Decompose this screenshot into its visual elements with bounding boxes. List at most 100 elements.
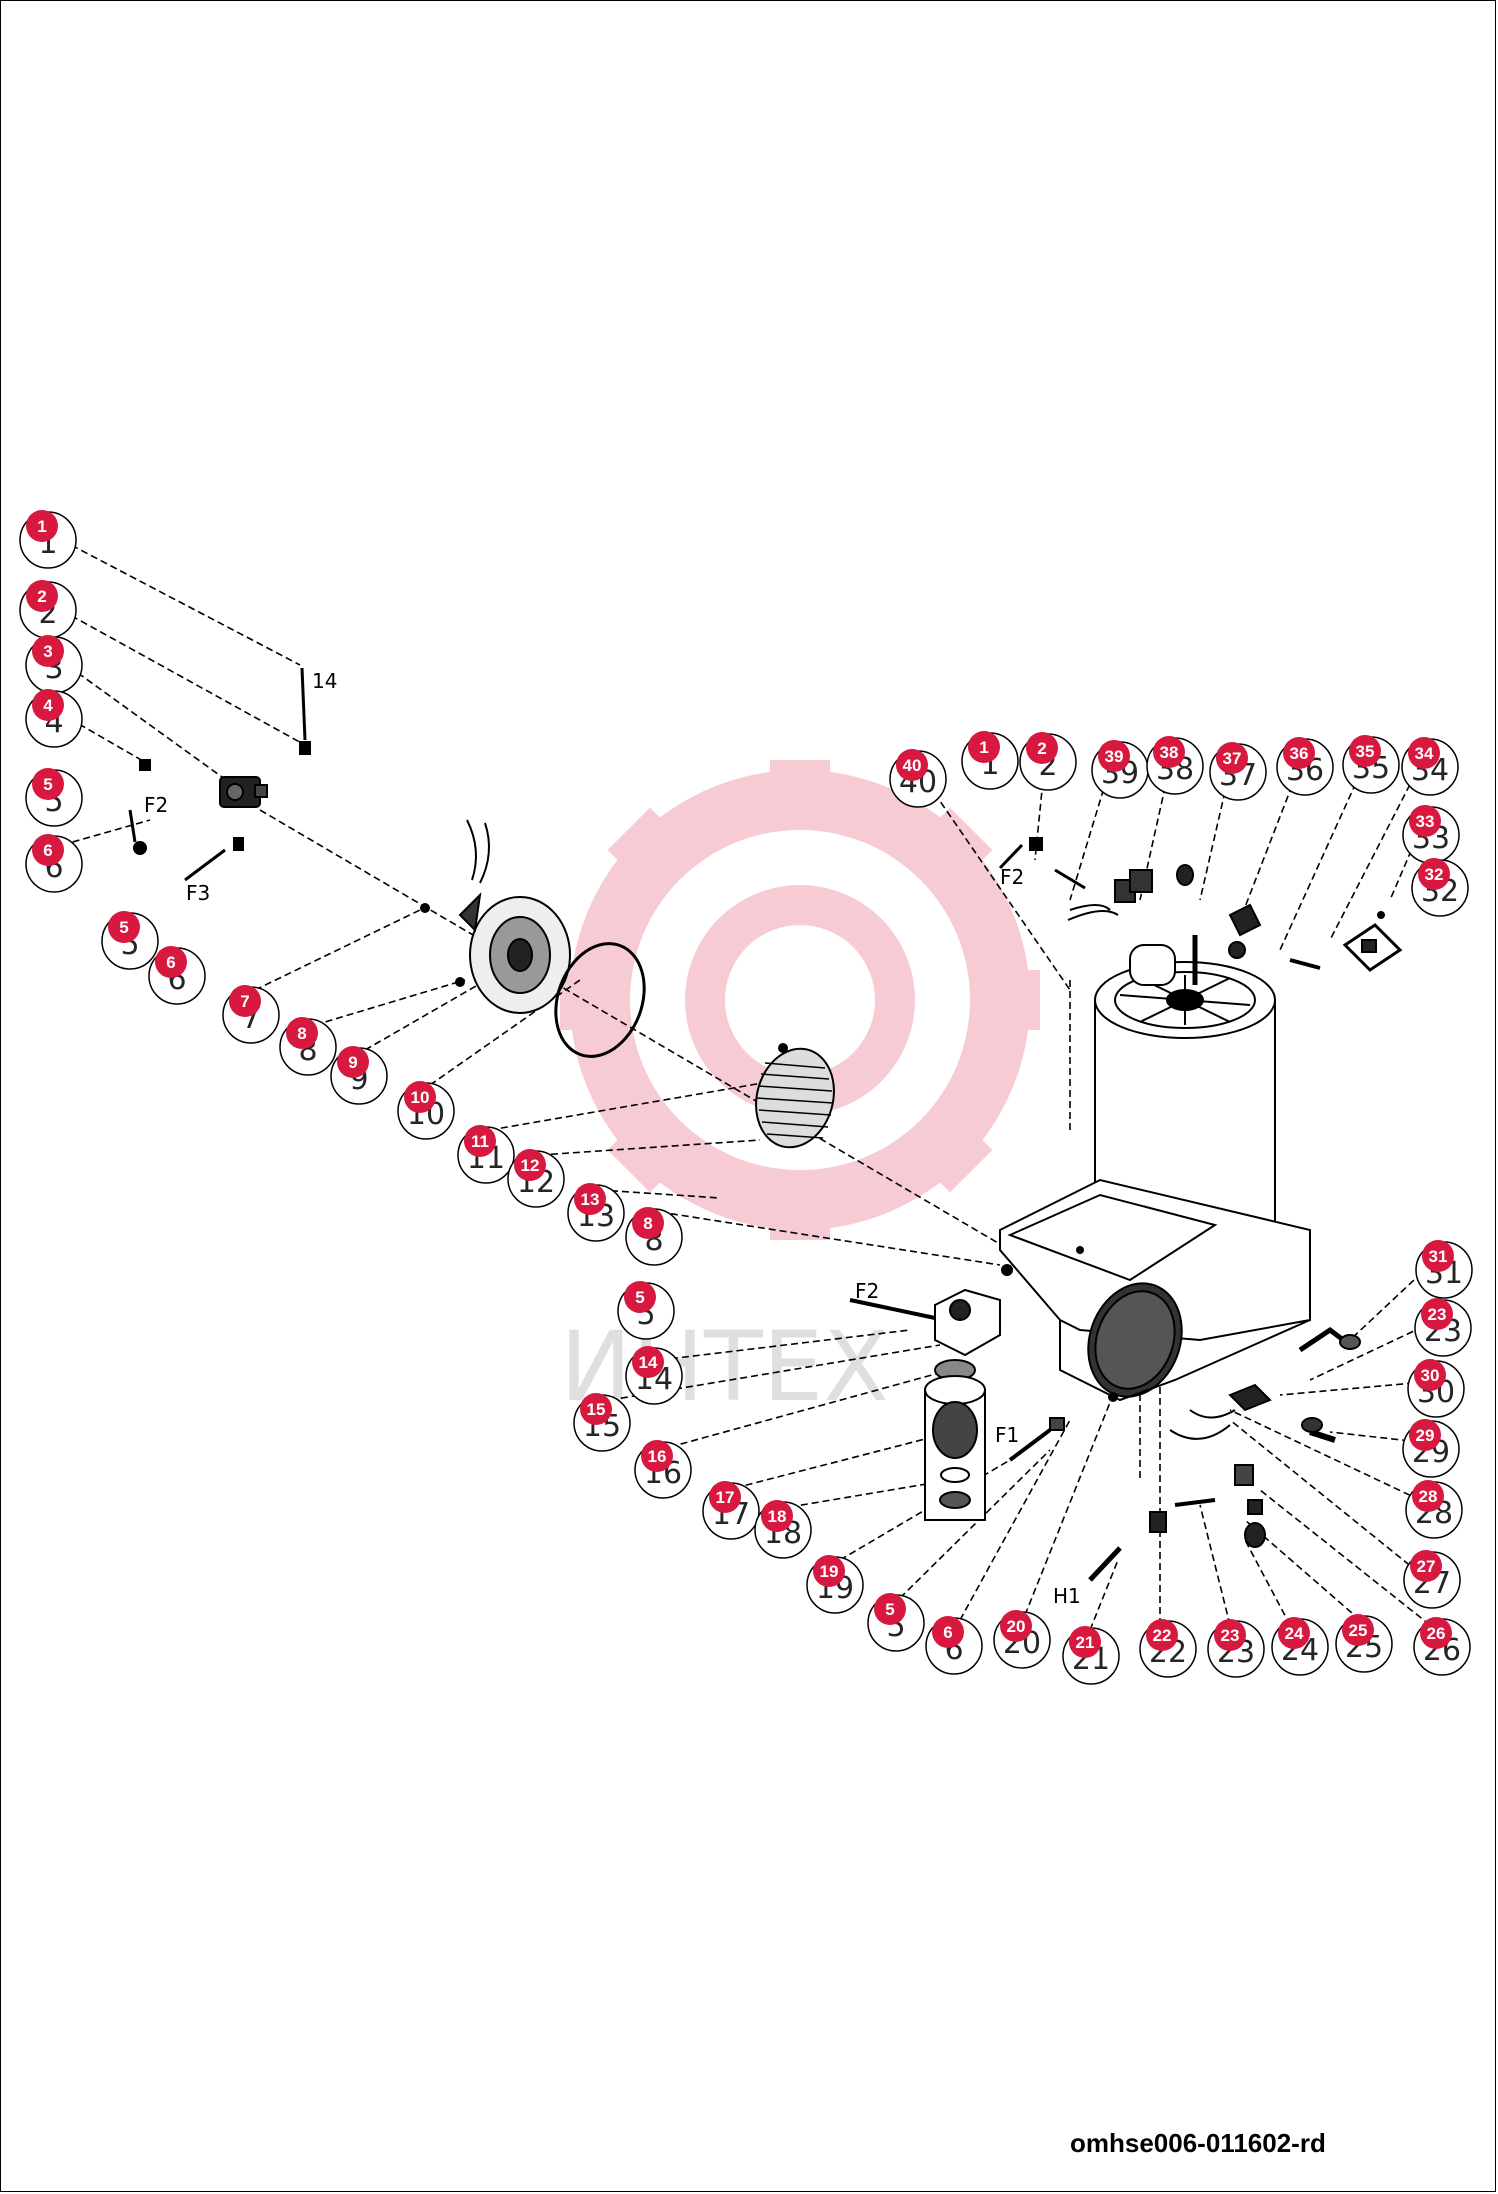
callout-number: 28 bbox=[1419, 1487, 1438, 1506]
callout-marker bbox=[1153, 736, 1185, 768]
callout-marker bbox=[1069, 1626, 1101, 1658]
callout-number: 2 bbox=[37, 587, 46, 606]
callout-number: 1 bbox=[979, 738, 988, 757]
callout-marker bbox=[1342, 1614, 1374, 1646]
callout-number: 17 bbox=[716, 1488, 735, 1507]
label-lF2b: F2 bbox=[855, 1279, 879, 1303]
callout-number: 18 bbox=[768, 1507, 787, 1526]
callout-c9[interactable]: 99 bbox=[330, 1046, 388, 1105]
callout-marker bbox=[108, 911, 140, 943]
callout-c8a[interactable]: 88 bbox=[279, 1017, 337, 1076]
callout-number: 25 bbox=[1349, 1621, 1368, 1640]
callout-marker bbox=[32, 768, 64, 800]
callout-number: 21 bbox=[1076, 1633, 1095, 1652]
callout-c8b[interactable]: 88 bbox=[625, 1207, 683, 1266]
callout-c5c[interactable]: 55 bbox=[617, 1281, 675, 1340]
drawing-code: omhse006-011602-rd bbox=[1070, 2128, 1326, 2158]
callout-marker bbox=[1278, 1617, 1310, 1649]
callout-marker bbox=[1409, 805, 1441, 837]
callout-number: 30 bbox=[1421, 1366, 1440, 1385]
callout-number: 8 bbox=[643, 1214, 652, 1233]
label-lF1: F1 bbox=[995, 1423, 1019, 1447]
callout-c5b[interactable]: 55 bbox=[101, 911, 159, 970]
callout-number: 3 bbox=[43, 642, 52, 661]
callout-marker bbox=[32, 834, 64, 866]
callout-marker bbox=[32, 635, 64, 667]
label-l14: 14 bbox=[312, 669, 337, 693]
callout-marker bbox=[1410, 1550, 1442, 1582]
callout-marker bbox=[1000, 1610, 1032, 1642]
callout-c5d[interactable]: 55 bbox=[867, 1593, 925, 1652]
callout-c7[interactable]: 77 bbox=[222, 985, 280, 1044]
callout-marker bbox=[1420, 1617, 1452, 1649]
callout-marker bbox=[1422, 1240, 1454, 1272]
ignitor-assembly bbox=[849, 1264, 1065, 1521]
callout-marker bbox=[1026, 732, 1058, 764]
callout-number: 38 bbox=[1160, 743, 1179, 762]
callout-marker bbox=[464, 1125, 496, 1157]
callout-c5a[interactable]: 55 bbox=[25, 768, 83, 827]
callout-marker bbox=[624, 1281, 656, 1313]
callout-marker bbox=[1214, 1619, 1246, 1651]
callout-c2a[interactable]: 22 bbox=[19, 580, 77, 639]
callout-marker bbox=[26, 510, 58, 542]
callout-number: 27 bbox=[1417, 1557, 1436, 1576]
callout-number: 15 bbox=[587, 1400, 606, 1419]
callout-marker bbox=[1098, 740, 1130, 772]
callout-c4a[interactable]: 44 bbox=[25, 689, 83, 748]
callout-number: 1 bbox=[37, 517, 46, 536]
callout-c6b[interactable]: 66 bbox=[148, 946, 206, 1005]
label-lF3: F3 bbox=[186, 881, 210, 905]
callout-marker bbox=[1283, 737, 1315, 769]
callout-number: 20 bbox=[1007, 1617, 1026, 1636]
callout-number: 35 bbox=[1356, 742, 1375, 761]
callout-c6a[interactable]: 66 bbox=[25, 834, 83, 893]
callout-number: 37 bbox=[1223, 749, 1242, 768]
callout-c2b[interactable]: 22 bbox=[1019, 732, 1077, 791]
callout-number: 16 bbox=[648, 1447, 667, 1466]
callout-c3a[interactable]: 33 bbox=[25, 635, 83, 694]
callout-marker bbox=[1216, 742, 1248, 774]
callout-c1b[interactable]: 11 bbox=[961, 731, 1019, 790]
callout-marker bbox=[337, 1046, 369, 1078]
callout-marker bbox=[1418, 858, 1450, 890]
callout-marker bbox=[761, 1500, 793, 1532]
callout-c1a[interactable]: 11 bbox=[19, 510, 77, 569]
callout-c6c[interactable]: 66 bbox=[925, 1616, 983, 1675]
